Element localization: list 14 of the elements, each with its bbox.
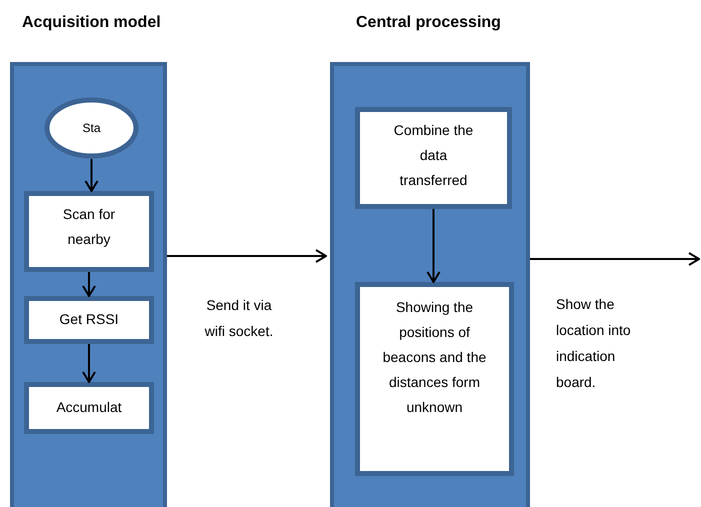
process-box: Accumulat [24,382,154,434]
process-box: Get RSSI [24,296,154,344]
arrow [84,159,98,192]
lane-heading: Acquisition model [22,14,161,32]
process-box: Scan for nearby [24,191,154,272]
arrow [82,272,96,297]
process-box: Combine the data transferred [355,107,512,209]
arrow [167,249,327,263]
start-label: Sta [82,121,100,135]
process-box: Showing the positions of beacons and the distances form unknown [355,282,514,476]
arrow [82,344,96,383]
arrow [426,209,440,283]
arrow [530,252,700,266]
lane-heading: Central processing [356,14,501,32]
